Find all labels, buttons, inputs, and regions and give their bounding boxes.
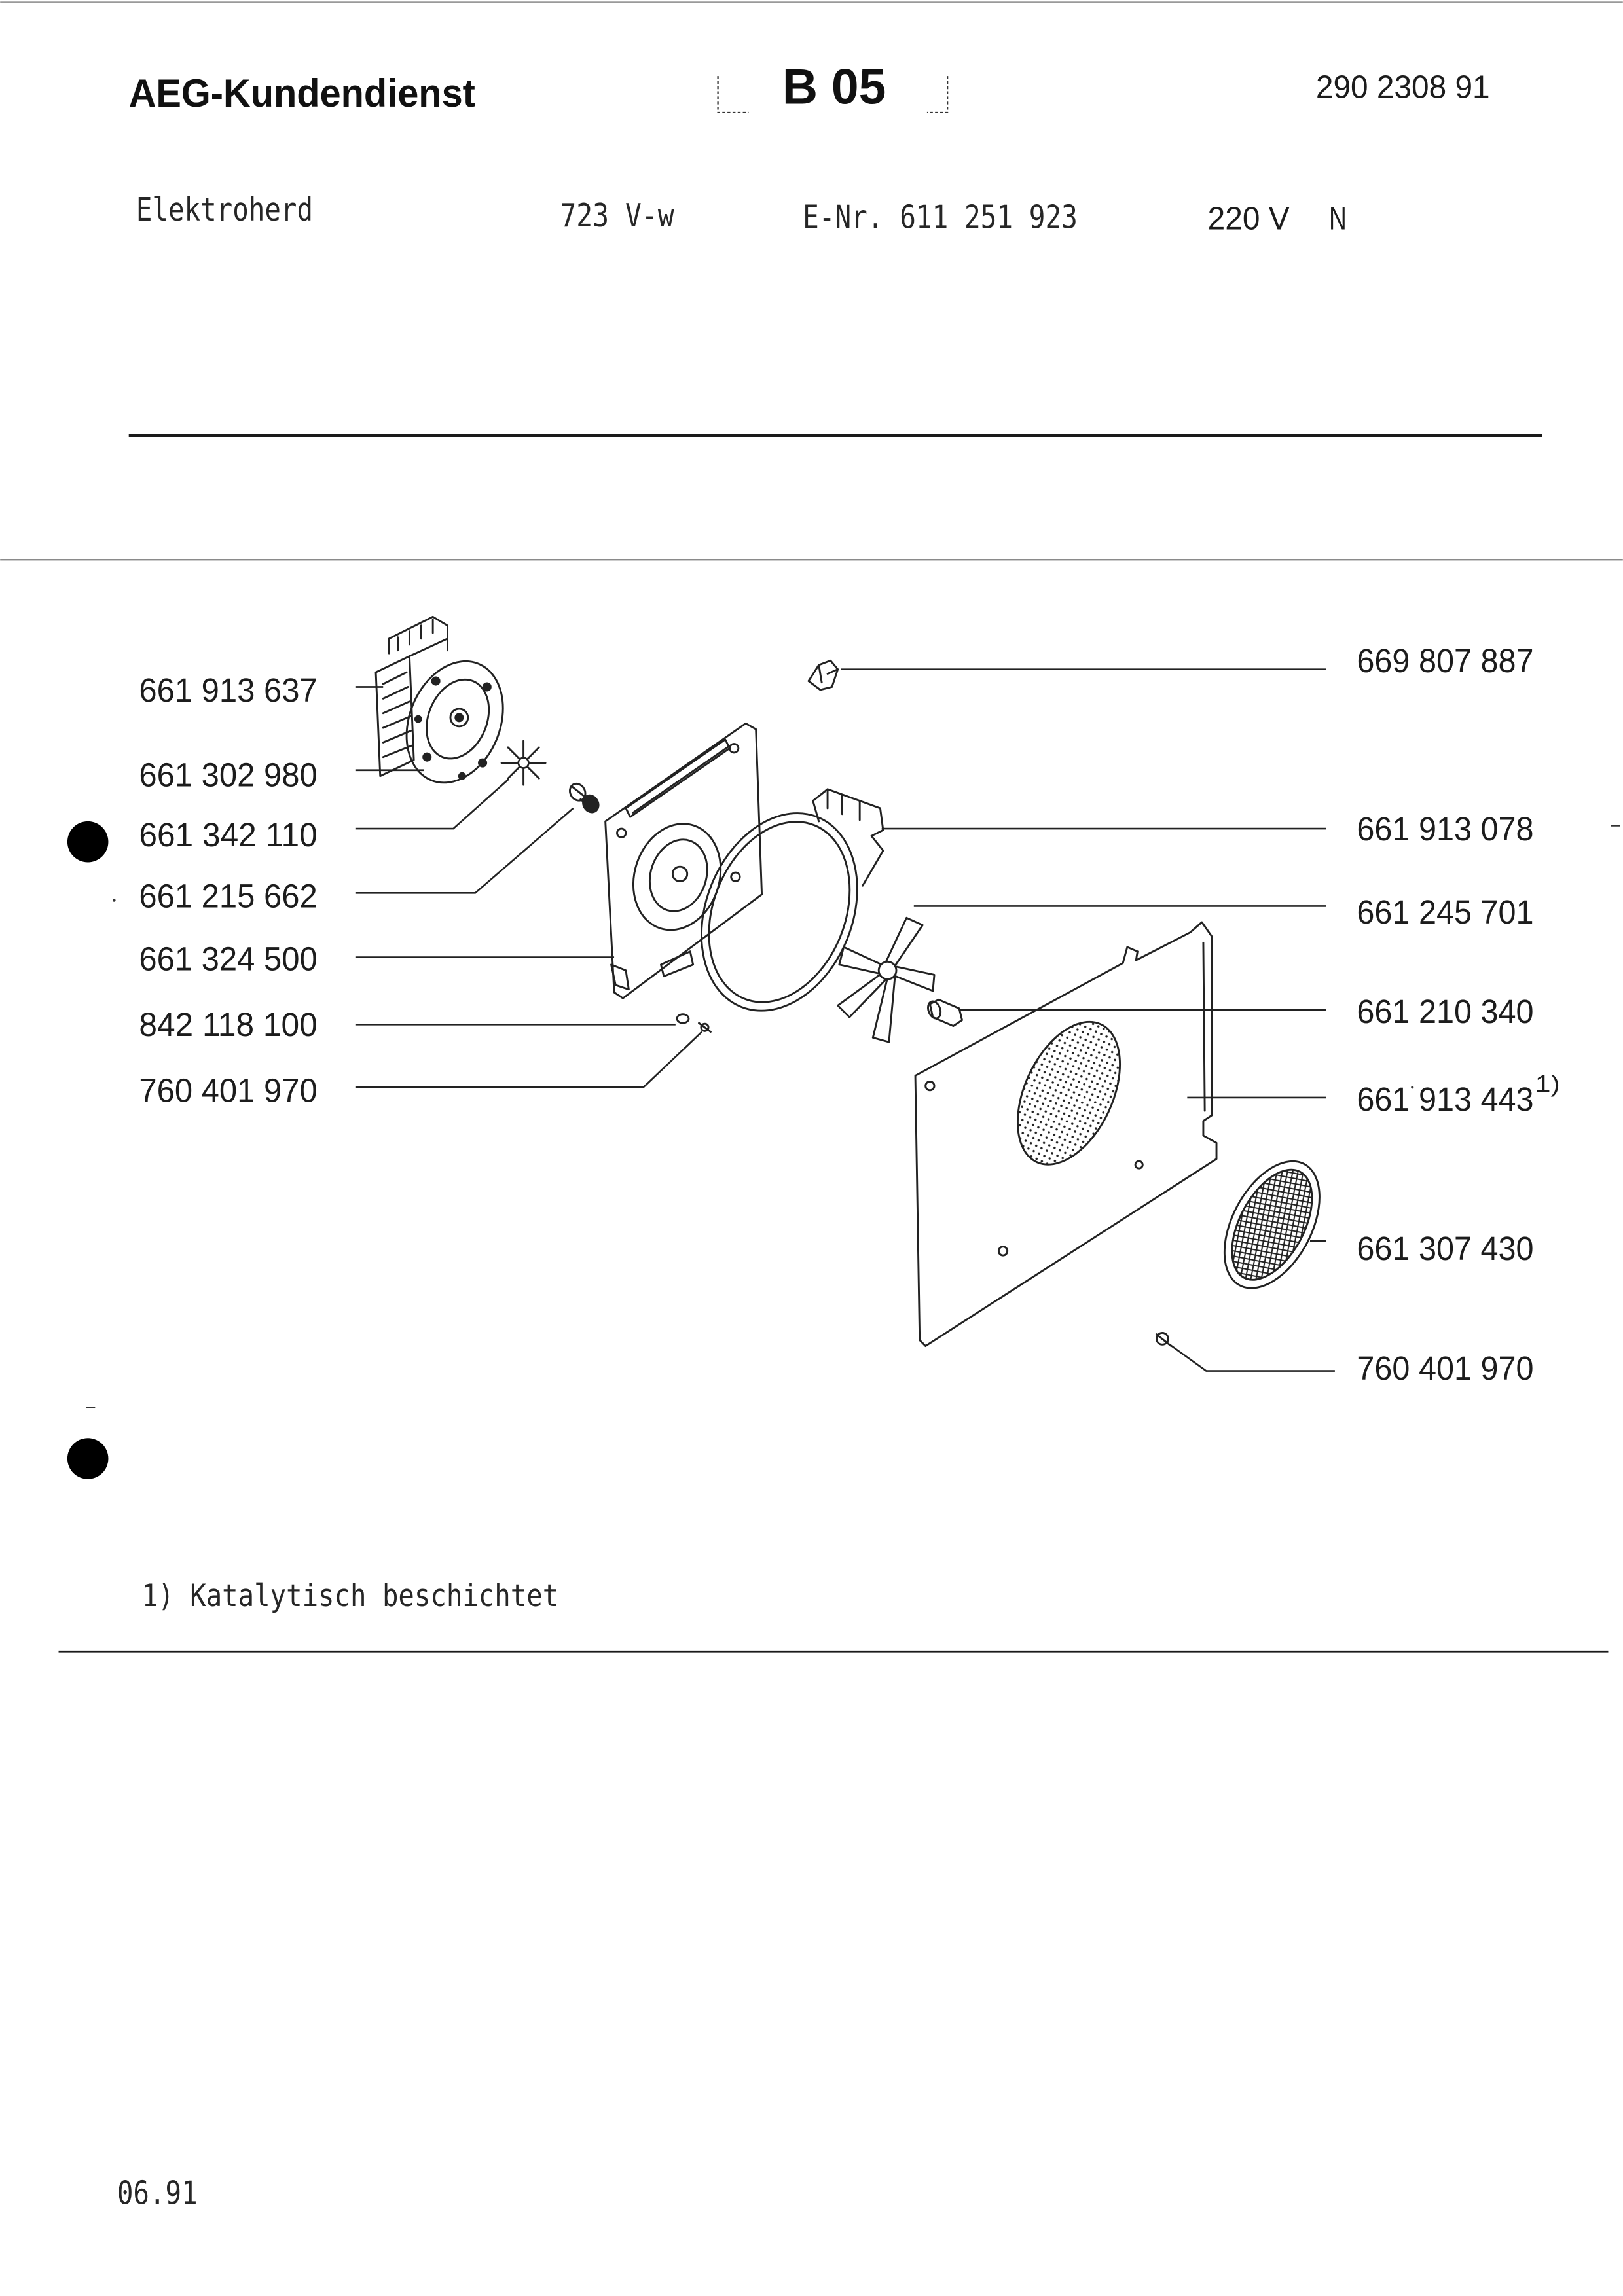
appliance-variant: N	[1329, 202, 1347, 237]
leader-lines	[355, 668, 1335, 1372]
appliance-type: Elektroherd	[136, 190, 313, 228]
part-number-right: 661 913 443	[1357, 1081, 1533, 1118]
marker-dot	[67, 1438, 109, 1479]
part-number-right: 760 401 970	[1357, 1350, 1533, 1387]
section-bracket-right	[926, 76, 949, 114]
fan-wheel-drawing	[500, 740, 547, 786]
part-number-right: 669 807 887	[1357, 642, 1533, 679]
leader-line	[355, 807, 574, 894]
motor-drawing	[374, 615, 448, 778]
part-number-left: 661 215 662	[139, 878, 317, 915]
appliance-voltage: 220 V	[1208, 202, 1290, 237]
scan-speck	[113, 899, 116, 902]
marker-dot	[67, 821, 109, 863]
section-code: B 05	[782, 60, 886, 115]
rear-panel-drawing	[914, 921, 1218, 1348]
part-number-left: 760 401 970	[139, 1072, 317, 1109]
appliance-model: 723 V-w	[560, 196, 674, 234]
part-number-left: 661 342 110	[139, 816, 317, 853]
leader-line	[355, 778, 510, 830]
leader-line	[355, 1031, 702, 1088]
brand-title: AEG-Kundendienst	[129, 71, 475, 115]
issue-date: 06.91	[117, 2174, 198, 2212]
footnote-text: 1) Katalytisch beschichtet	[142, 1578, 558, 1614]
bushing-drawing	[569, 782, 600, 814]
scan-speck	[1411, 1086, 1414, 1089]
appliance-e-nr: E-Nr. 611 251 923	[803, 198, 1078, 236]
motor-flange-drawing	[405, 660, 504, 784]
part-number-right: 661 913 078	[1357, 810, 1533, 848]
ring-heater-drawing	[700, 788, 884, 1012]
oval-filter-drawing	[1223, 1160, 1321, 1289]
part-number-right: 661 210 340	[1357, 993, 1533, 1030]
footnote-reference: 1)	[1535, 1071, 1560, 1097]
leader-line	[1169, 1344, 1335, 1372]
part-number-right: 661 307 430	[1357, 1230, 1533, 1267]
part-number-left: 842 118 100	[139, 1006, 317, 1043]
part-number-right: 661 245 701	[1357, 893, 1533, 931]
screw-drawing	[676, 1013, 1173, 1348]
part-number-left: 661 324 500	[139, 941, 317, 978]
clip-drawing	[807, 659, 839, 691]
fan-blade-drawing	[837, 916, 936, 1043]
part-number-left: 661 302 980	[139, 756, 317, 793]
section-bracket-left	[717, 76, 749, 114]
part-number-left: 661 913 637	[139, 672, 317, 709]
document-number: 290 2308 91	[1316, 70, 1490, 105]
nut-drawing	[927, 998, 963, 1027]
